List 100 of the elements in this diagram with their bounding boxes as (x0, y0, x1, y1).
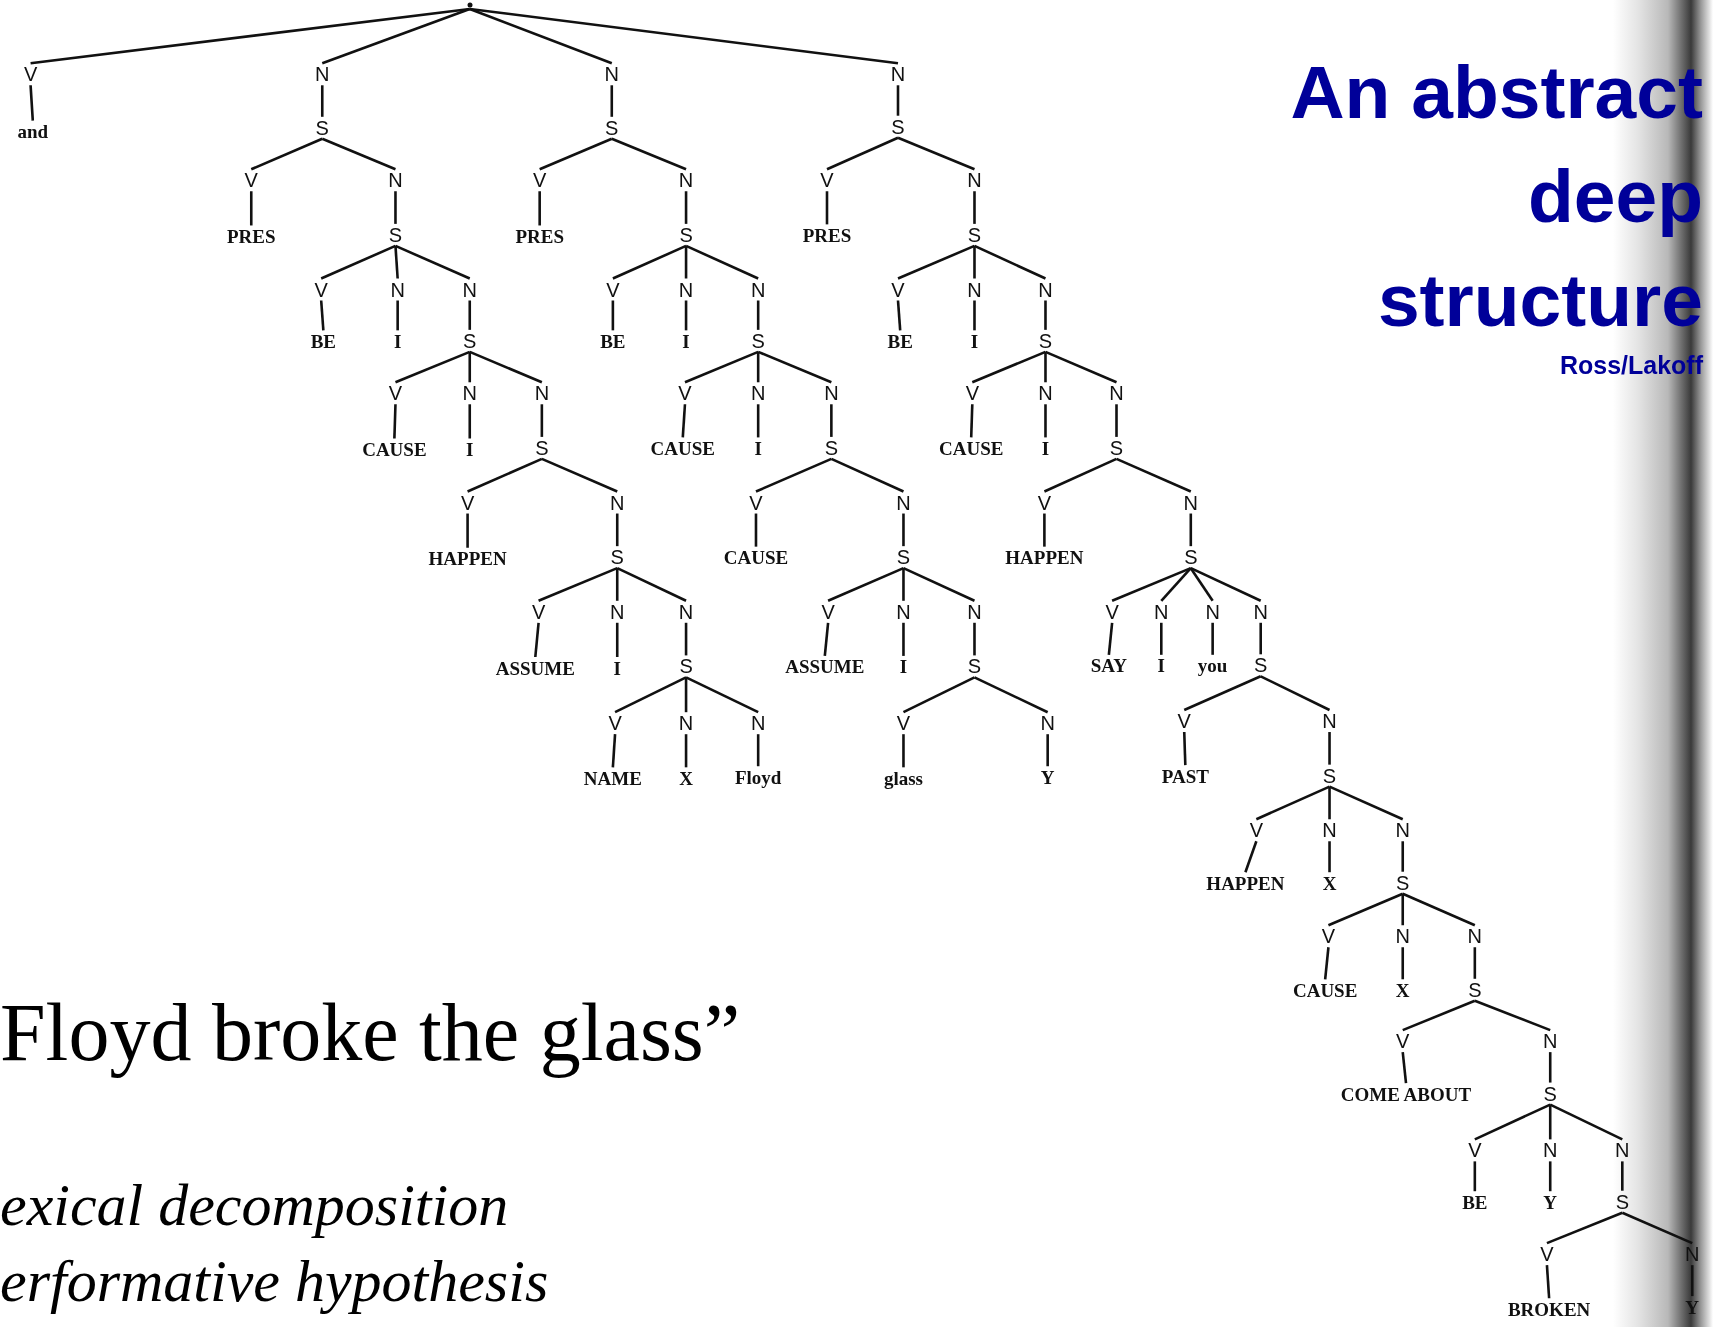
category-label: V (1540, 1244, 1554, 1265)
category-label: N (1322, 820, 1337, 841)
word-label: I (682, 331, 690, 351)
category-label: N (896, 492, 911, 513)
category-label: S (1254, 655, 1268, 676)
word-label: I (613, 658, 621, 677)
tree-branch-line (1473, 947, 1477, 979)
category-label: V (533, 170, 547, 191)
word-label: Y (1685, 1297, 1700, 1317)
tree-branch-line (902, 676, 976, 714)
category-label: N (1543, 1140, 1558, 1161)
category-label: V (388, 383, 403, 404)
category-label: N (604, 64, 619, 85)
tree-branch-line (1160, 622, 1163, 655)
tree-branch-line (610, 85, 614, 117)
category-label: N (750, 713, 766, 734)
category-label: S (891, 116, 905, 137)
tree-branch-line (1621, 1211, 1693, 1245)
category-label: V (1177, 711, 1191, 732)
category-label: S (610, 547, 624, 568)
category-label: N (967, 279, 982, 300)
tree-branch-line (902, 622, 905, 656)
tree-branch-line (973, 191, 976, 224)
category-label: S (463, 330, 477, 351)
word-label: BE (887, 331, 913, 351)
category-label: N (890, 64, 906, 85)
category-label: N (1395, 820, 1410, 841)
tree-branch-line (1182, 732, 1187, 766)
tree-branch-line (1549, 1103, 1623, 1141)
tree-branch-line (320, 85, 324, 117)
category-label: N (678, 713, 694, 734)
tree-branch-line (615, 622, 619, 657)
tree-branch-line (902, 513, 905, 547)
tree-branch-line (896, 85, 900, 116)
tree-branch-line (1160, 567, 1192, 602)
category-label: N (390, 279, 405, 300)
word-label: I (970, 331, 979, 351)
category-label: N (1205, 601, 1220, 622)
tree-branch-line (538, 191, 541, 226)
tree-branch-line (830, 404, 833, 437)
category-label: V (244, 170, 258, 191)
tree-branch-line (684, 245, 688, 279)
tree-branch-line (973, 622, 976, 656)
word-label: I (1157, 655, 1165, 675)
category-label: S (1615, 1191, 1629, 1212)
tree-branch-line (684, 191, 688, 224)
category-label: S (535, 437, 549, 458)
word-label: BROKEN (1507, 1299, 1591, 1319)
category-label: N (1615, 1140, 1630, 1161)
tree-branch-line (684, 622, 688, 656)
category-label: N (1038, 383, 1053, 404)
tree-branch-line (897, 136, 975, 171)
tree-branch-line (1402, 892, 1476, 927)
tree-branch-line (540, 404, 544, 437)
tree-branch-line (1328, 786, 1331, 820)
tree-branch-line (1548, 1161, 1552, 1192)
tree-branch-line (827, 566, 904, 602)
tree-branch-line (611, 137, 687, 171)
category-label: N (1109, 383, 1124, 404)
word-label: PRES (802, 225, 852, 245)
tree-branch-line (1244, 840, 1258, 873)
word-label: glass (883, 768, 923, 788)
category-label: N (678, 601, 694, 622)
tree-branch-line (684, 350, 759, 384)
tree-branch-line (1474, 1103, 1551, 1141)
category-label: N (1322, 711, 1337, 732)
word-label: BE (600, 331, 626, 351)
tree-branch-line (1044, 350, 1117, 384)
category-label: N (1467, 926, 1483, 947)
tree-branch-line (1401, 947, 1405, 980)
category-label: S (679, 656, 693, 677)
word-label: PAST (1161, 766, 1209, 786)
tree-branch-line (1115, 404, 1118, 437)
tree-branch-line (756, 351, 760, 383)
tree-branch-line (1044, 351, 1047, 383)
word-label: X (679, 768, 693, 788)
tree-branch-line (541, 457, 618, 493)
category-label: N (315, 64, 330, 85)
tree-branch-line (1189, 513, 1193, 547)
category-label: N (610, 492, 625, 513)
category-label: S (1322, 765, 1337, 786)
tree-branch-line (684, 677, 688, 713)
category-label: N (678, 279, 694, 300)
category-label: N (896, 601, 911, 622)
word-label: I (393, 331, 402, 351)
word-label: NAME (583, 768, 642, 788)
word-label: CAUSE (362, 439, 427, 459)
category-label: V (820, 170, 834, 191)
tree-branch-line (394, 191, 397, 224)
category-label: N (610, 601, 625, 622)
category-label: V (749, 492, 763, 513)
tree-branch-line (393, 404, 397, 439)
category-label: S (1396, 872, 1410, 893)
branch-point (467, 2, 473, 8)
category-label: V (1321, 926, 1336, 947)
note-text: exical decomposition (0, 1172, 509, 1238)
category-label: V (608, 713, 622, 734)
tree-branch-line (250, 137, 323, 171)
tree-branch-line (902, 734, 905, 768)
category-label: V (1249, 820, 1263, 841)
